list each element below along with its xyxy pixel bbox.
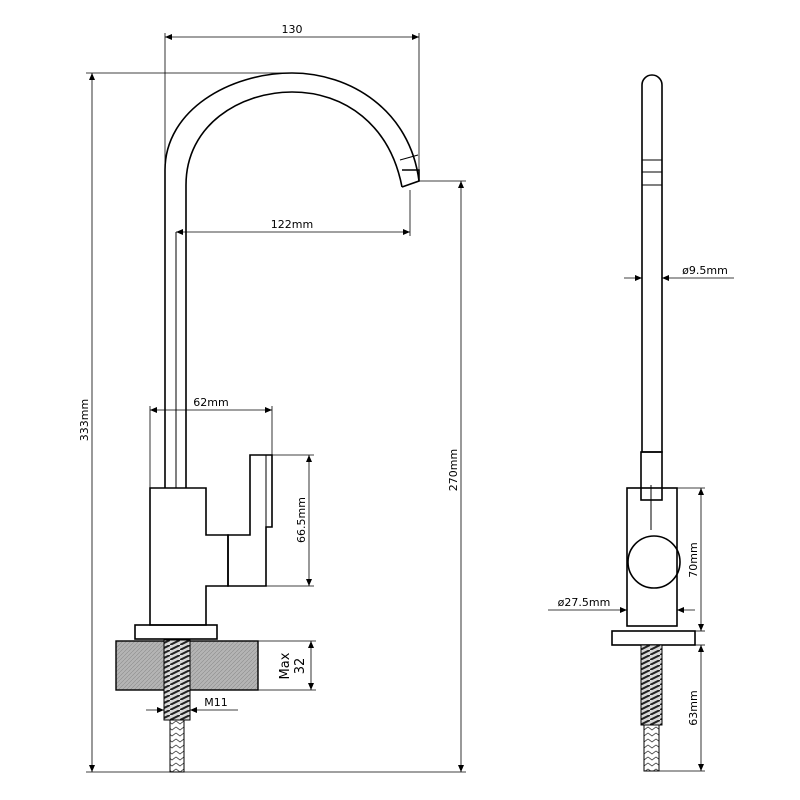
dim-thread-label: M11 xyxy=(204,696,228,709)
faucet-body xyxy=(149,487,229,626)
dim-spout-reach: 122mm xyxy=(176,190,411,236)
side-base-flange xyxy=(611,630,696,646)
dim-shank-length-label: 63mm xyxy=(687,690,700,725)
dim-max-label: Max xyxy=(278,652,293,679)
dim-base-diameter-label: ø27.5mm xyxy=(558,596,611,609)
front-view: 130 122mm 62mm 66.5mm xyxy=(78,23,466,773)
dim-body-height: 70mm xyxy=(677,487,705,632)
base-flange xyxy=(134,624,218,640)
dim-lever-height-label: 66.5mm xyxy=(295,497,308,543)
dim-width-top: 130 xyxy=(164,23,420,170)
dim-body-width-label: 62mm xyxy=(193,396,228,409)
dim-spout-reach-label: 122mm xyxy=(271,218,313,231)
dim-thread: M11 xyxy=(146,696,238,713)
side-view: ø9.5mm ø27.5mm 70mm 63mm xyxy=(548,74,734,772)
dim-spout-height: 270mm xyxy=(184,180,466,773)
dim-width-top-label: 130 xyxy=(282,23,303,36)
side-supply-hose xyxy=(643,724,660,772)
lever-handle xyxy=(227,454,273,587)
dim-body-width: 62mm xyxy=(149,396,273,488)
side-pipe xyxy=(641,74,663,453)
side-threaded-shank xyxy=(640,644,663,726)
dim-total-height: 333mm xyxy=(78,72,292,773)
supply-hose xyxy=(169,719,185,773)
dim-max-thickness: Max 32 xyxy=(258,640,316,691)
dim-base-diameter: ø27.5mm xyxy=(548,596,695,613)
dim-shank-length: 63mm xyxy=(659,644,705,772)
dim-total-height-label: 333mm xyxy=(78,399,91,441)
dim-spout-height-label: 270mm xyxy=(447,449,460,491)
side-body xyxy=(626,487,678,627)
dim-body-height-label: 70mm xyxy=(687,542,700,577)
side-lever-knob xyxy=(627,535,681,589)
dim-pipe-diameter: ø9.5mm xyxy=(624,264,734,281)
threaded-shank xyxy=(163,639,191,721)
dim-lever-height: 66.5mm xyxy=(266,454,314,587)
dim-max-value: 32 xyxy=(293,658,308,675)
dim-pipe-diameter-label: ø9.5mm xyxy=(682,264,728,277)
